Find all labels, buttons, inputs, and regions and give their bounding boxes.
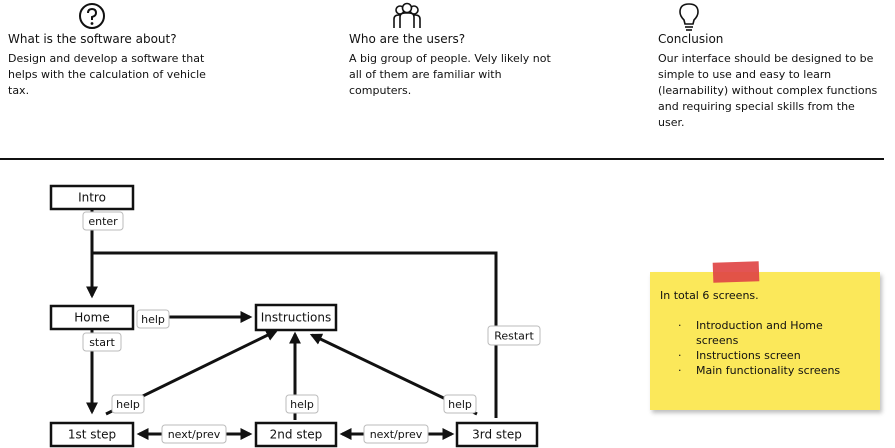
node-step1: 1st step bbox=[49, 421, 135, 448]
edge-label-nextprev-1-2: next/prev bbox=[161, 424, 227, 444]
edge-label-nextprev-2-3: next/prev bbox=[363, 424, 429, 444]
node-intro: Intro bbox=[49, 184, 135, 211]
svg-text:help: help bbox=[141, 313, 165, 326]
node-step2-label: 2nd step bbox=[270, 428, 323, 442]
software-heading: What is the software about? bbox=[8, 32, 177, 46]
list-item: ·Introduction and Home screens bbox=[678, 319, 823, 347]
node-home-label: Home bbox=[74, 311, 109, 325]
edge-label-help-step1: help bbox=[111, 394, 145, 414]
svg-text:enter: enter bbox=[88, 215, 118, 228]
note-tape bbox=[712, 261, 760, 283]
svg-text:help: help bbox=[116, 398, 140, 411]
node-instructions: Instructions bbox=[254, 303, 338, 332]
conclusion-description: Our interface should be designed to be s… bbox=[658, 52, 878, 129]
node-instructions-label: Instructions bbox=[261, 311, 331, 325]
edge-label-help-step3: help bbox=[443, 394, 477, 414]
note-list: ·Introduction and Home screens ·Instruct… bbox=[660, 318, 846, 378]
edge-label-restart: Restart bbox=[487, 325, 541, 346]
edge-restart bbox=[92, 251, 498, 418]
node-home: Home bbox=[49, 304, 135, 331]
note-title: In total 6 screens. bbox=[660, 289, 759, 302]
svg-text:help: help bbox=[448, 398, 472, 411]
node-step3: 3rd step bbox=[455, 421, 539, 448]
edge-label-help-step2: help bbox=[285, 394, 319, 414]
users-heading: Who are the users? bbox=[349, 32, 466, 46]
list-item: ·Instructions screen bbox=[678, 349, 801, 362]
software-description: Design and develop a software that helps… bbox=[8, 52, 206, 97]
section-divider bbox=[0, 158, 884, 160]
svg-text:next/prev: next/prev bbox=[168, 428, 221, 441]
svg-text:start: start bbox=[89, 336, 115, 349]
list-item: ·Main functionality screens bbox=[678, 364, 841, 377]
svg-text:help: help bbox=[290, 398, 314, 411]
question-mark-icon bbox=[79, 3, 105, 29]
edge-label-enter: enter bbox=[82, 211, 124, 231]
sticky-note: In total 6 screens. ·Introduction and Ho… bbox=[650, 272, 880, 410]
lightbulb-icon bbox=[679, 3, 699, 31]
users-icon bbox=[393, 2, 421, 28]
conclusion-heading: Conclusion bbox=[658, 32, 724, 46]
node-step1-label: 1st step bbox=[68, 428, 116, 442]
users-description: A big group of people. Vely likely not a… bbox=[349, 52, 551, 97]
edge-label-start: start bbox=[82, 332, 122, 352]
node-intro-label: Intro bbox=[78, 191, 106, 205]
edge-label-help-home: help bbox=[136, 309, 170, 329]
svg-text:next/prev: next/prev bbox=[370, 428, 423, 441]
svg-text:Restart: Restart bbox=[494, 330, 534, 343]
node-step2: 2nd step bbox=[254, 421, 338, 448]
node-step3-label: 3rd step bbox=[472, 428, 522, 442]
